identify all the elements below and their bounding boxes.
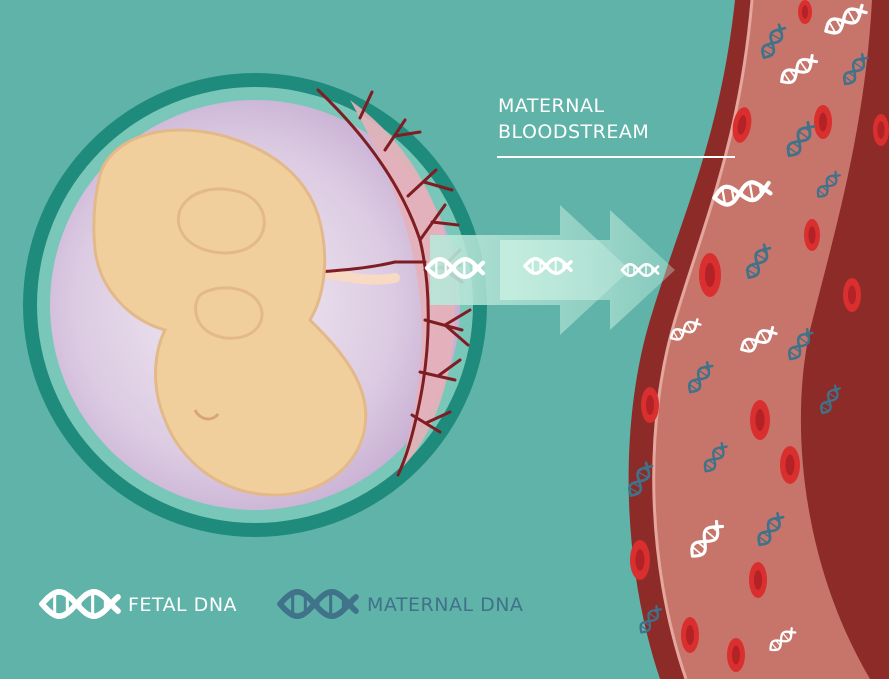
fetal-dna-helix-icon [769,627,797,652]
red-blood-cell-icon [630,540,650,580]
fetal-dna-helix-icon [824,3,868,35]
maternal-dna-helix-icon [843,52,869,86]
fetal-dna-helix-icon [780,53,819,85]
maternal-bloodstream-title-line2: BLOODSTREAM [498,121,650,143]
red-blood-cells [630,0,889,672]
red-blood-cell-icon [843,278,861,312]
fetal-dna-helix-icon [424,256,486,280]
legend-fetal-dna-icon [39,589,121,619]
red-blood-cell-icon [749,562,767,598]
red-blood-cell-icon [732,107,752,143]
red-blood-cell-icon [727,638,745,672]
red-blood-cell-icon [873,114,889,146]
dna-strands [424,3,869,652]
maternal-dna-helix-icon [639,604,663,634]
fetal-dna-helix-icon [690,519,725,558]
red-blood-cell-icon [681,617,699,653]
maternal-dna-helix-icon [788,327,814,361]
fetus-ear [193,409,220,421]
fetus-foot [194,286,264,340]
red-blood-cell-icon [780,446,800,484]
blood-plasma [653,0,872,679]
maternal-dna-helix-icon [820,384,842,415]
legend-maternal-dna-label: MATERNAL DNA [367,594,524,616]
red-blood-cell-icon [798,0,812,24]
fetal-dna-helix-icon [740,325,778,353]
fetal-dna-helix-icon [669,318,702,341]
red-blood-cell-icon [699,253,721,297]
maternal-bloodstream-title-line1: MATERNAL [498,95,605,117]
maternal-dna-helix-icon [816,170,841,198]
fetus-hand [176,187,266,255]
maternal-dna-helix-icon [746,243,772,279]
fetal-dna-helix-icon [523,256,573,276]
maternal-dna-helix-icon [688,360,714,394]
maternal-dna-helix-icon [628,461,654,497]
fetus [92,128,368,497]
maternal-dna-helix-icon [757,511,785,547]
legend-icons [39,589,359,619]
maternal-dna-helix-icon [786,120,816,157]
maternal-dna-helix-icon [703,441,728,473]
fetal-dna-helix-icon [620,262,660,278]
placenta [350,100,455,470]
maternal-dna-helix-icon [761,23,787,59]
title-underline [497,156,735,158]
legend-maternal-dna-icon [277,589,359,619]
red-blood-cell-icon [814,105,832,139]
arrow-right-icon [500,210,675,330]
red-blood-cell-icon [750,400,770,440]
red-blood-cell-icon [804,219,820,251]
fetal-dna-helix-icon [712,180,773,207]
red-blood-cell-icon [641,387,659,423]
legend-fetal-dna-label: FETAL DNA [128,594,238,616]
